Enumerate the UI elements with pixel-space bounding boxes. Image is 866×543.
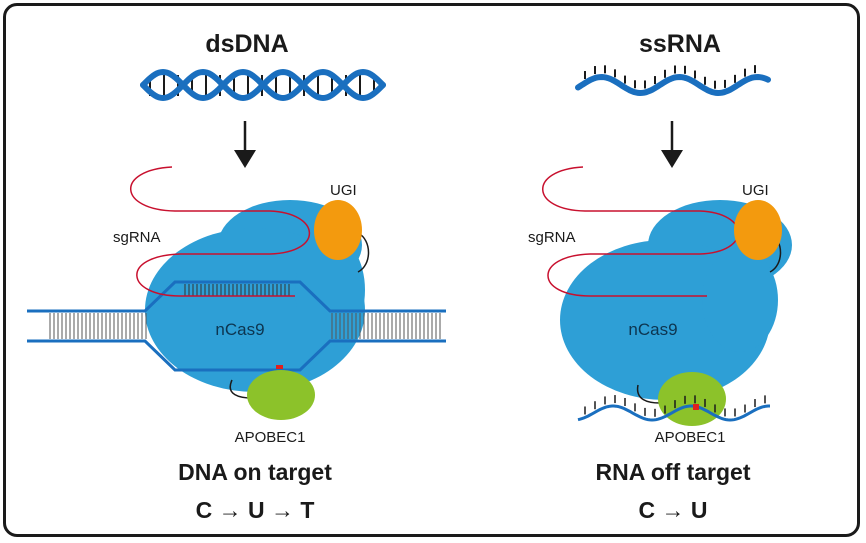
sgrna-strand: [130, 166, 311, 297]
down-arrow-icon: [661, 121, 683, 168]
ugi-protein: [734, 200, 782, 260]
left-cas9-label: nCas9: [215, 320, 264, 339]
right-caption: RNA off target: [595, 459, 750, 485]
ugi-protein: [314, 200, 362, 260]
left-panel: dsDNA sgRNA: [27, 30, 446, 523]
right-title: ssRNA: [639, 30, 721, 58]
right-apobec-label: APOBEC1: [655, 429, 726, 446]
right-cas9-label: nCas9: [628, 320, 677, 339]
right-panel: ssRNA sgRNA UGI nCas9 APOBEC1: [528, 30, 792, 523]
right-conversion: C → U: [639, 497, 708, 523]
figure-frame: [3, 3, 860, 537]
apobec1-protein: [247, 370, 315, 420]
target-dna-duplex: [27, 280, 446, 372]
down-arrow-icon: [234, 121, 256, 168]
left-sgrna-label: sgRNA: [113, 229, 161, 246]
left-apobec-label: APOBEC1: [235, 429, 306, 446]
dsdna-helix-icon: [140, 68, 386, 102]
left-caption: DNA on target: [178, 459, 332, 485]
ssrna-strand-icon: [575, 65, 771, 97]
left-conversion: C → U → T: [196, 497, 315, 523]
right-sgrna-label: sgRNA: [528, 229, 576, 246]
right-ugi-label: UGI: [742, 182, 769, 199]
left-ugi-label: UGI: [330, 182, 357, 199]
rna-offtarget-strand: [577, 395, 770, 422]
apobec1-protein: [658, 372, 726, 426]
left-title: dsDNA: [205, 30, 288, 58]
